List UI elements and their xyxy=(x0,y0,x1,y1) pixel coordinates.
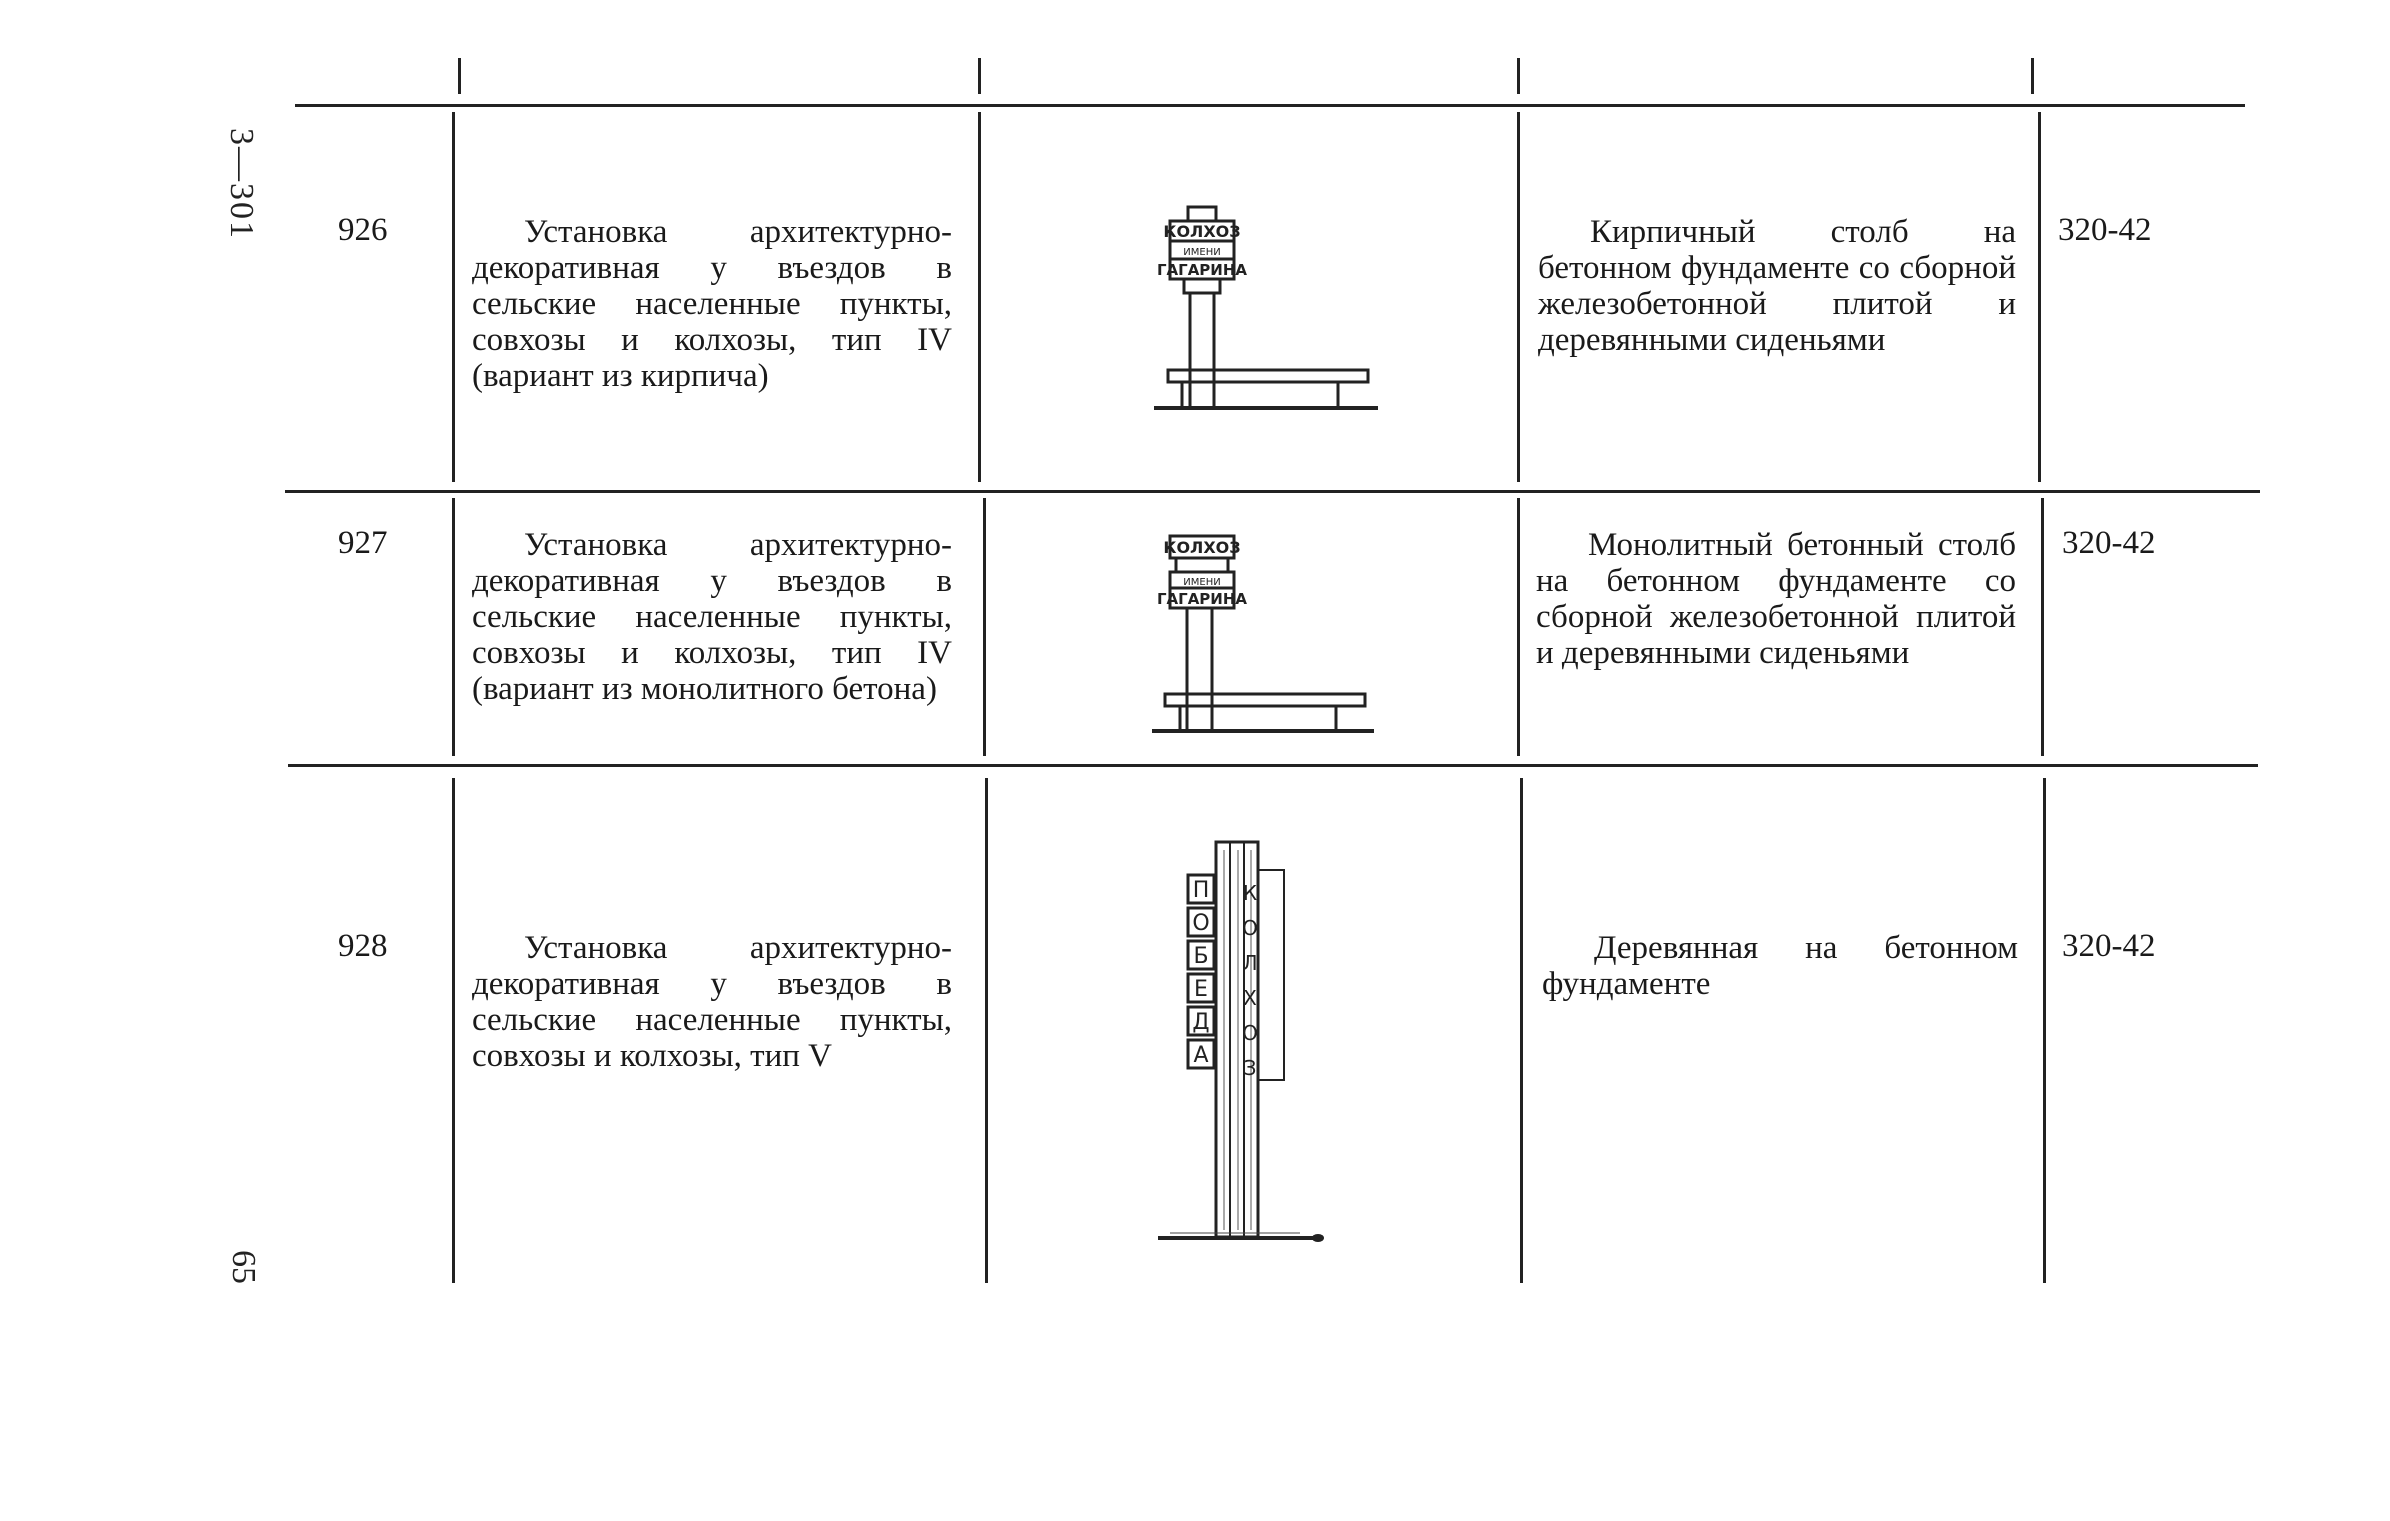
row-name: Установка архитектурно-декоративная у въ… xyxy=(472,930,952,1074)
table-top-rule xyxy=(295,104,2245,107)
column-rule xyxy=(2043,778,2046,1283)
sign-mid-text: ИМЕНИ xyxy=(1183,247,1220,258)
sign-top-text: КОЛХОЗ xyxy=(1163,222,1240,241)
row-number: 926 xyxy=(338,212,388,248)
sign-top-text: КОЛХОЗ xyxy=(1163,538,1240,557)
column-rule xyxy=(1520,778,1523,1283)
wooden-sign-right-letter: К xyxy=(1243,881,1257,905)
series-code: 3—301 xyxy=(223,128,260,240)
column-rule xyxy=(985,778,988,1283)
column-rule xyxy=(1517,498,1520,756)
wooden-sign-right-letter: О xyxy=(1242,1021,1258,1045)
wooden-sign-right-letter: О xyxy=(1242,916,1258,940)
wooden-sign-letter: Д xyxy=(1192,1010,1209,1035)
row-divider-926-927 xyxy=(285,490,2260,493)
column-rule xyxy=(452,112,455,482)
wooden-sign-right-letter: З xyxy=(1244,1056,1257,1080)
wooden-sign-right-letter: Х xyxy=(1243,986,1257,1010)
row-material: Монолитный бетонный столб на бетонном фу… xyxy=(1536,527,2016,671)
header-tick xyxy=(978,58,981,94)
entrance-sign-brick-figure: КОЛХОЗ ИМЕНИ ГАГАРИНА xyxy=(1140,195,1380,425)
column-rule xyxy=(1517,112,1520,482)
column-rule xyxy=(2038,112,2041,482)
row-code: 320-42 xyxy=(2062,928,2156,964)
row-name: Установка архитектурно-декоративная у въ… xyxy=(472,527,952,707)
column-rule xyxy=(2041,498,2044,756)
row-name: Установка архитектурно-декоративная у въ… xyxy=(472,214,952,394)
page-number: 65 xyxy=(225,1250,262,1284)
column-rule xyxy=(452,778,455,1283)
header-tick xyxy=(2031,58,2034,94)
column-rule xyxy=(983,498,986,756)
wooden-sign-right-letter: Л xyxy=(1242,951,1257,975)
sign-bottom-text: ГАГАРИНА xyxy=(1157,261,1247,279)
sign-mid-text: ИМЕНИ xyxy=(1183,577,1220,588)
wooden-sign-letter: А xyxy=(1193,1043,1208,1068)
column-rule xyxy=(452,498,455,756)
wooden-sign-letter: Б xyxy=(1193,944,1208,969)
row-number: 928 xyxy=(338,928,388,964)
wooden-sign-letter: О xyxy=(1192,911,1209,936)
wooden-sign-letter: П xyxy=(1193,878,1210,903)
row-material: Деревянная на бетонном фундаменте xyxy=(1542,930,2018,1002)
row-divider-927-928 xyxy=(288,764,2258,767)
wooden-sign-letter: Е xyxy=(1194,977,1208,1002)
entrance-sign-wooden-figure: К О Л Х О З П О Б Е Д А xyxy=(1150,830,1340,1250)
header-tick xyxy=(1517,58,1520,94)
row-code: 320-42 xyxy=(2058,212,2152,248)
row-number: 927 xyxy=(338,525,388,561)
row-material: Кирпичный столб на бетонном фундаменте с… xyxy=(1538,214,2016,358)
row-code: 320-42 xyxy=(2062,525,2156,561)
header-tick xyxy=(458,58,461,94)
sign-bottom-text: ГАГАРИНА xyxy=(1157,590,1247,608)
entrance-sign-concrete-figure: КОЛХОЗ ИМЕНИ ГАГАРИНА xyxy=(1140,522,1380,740)
column-rule xyxy=(978,112,981,482)
